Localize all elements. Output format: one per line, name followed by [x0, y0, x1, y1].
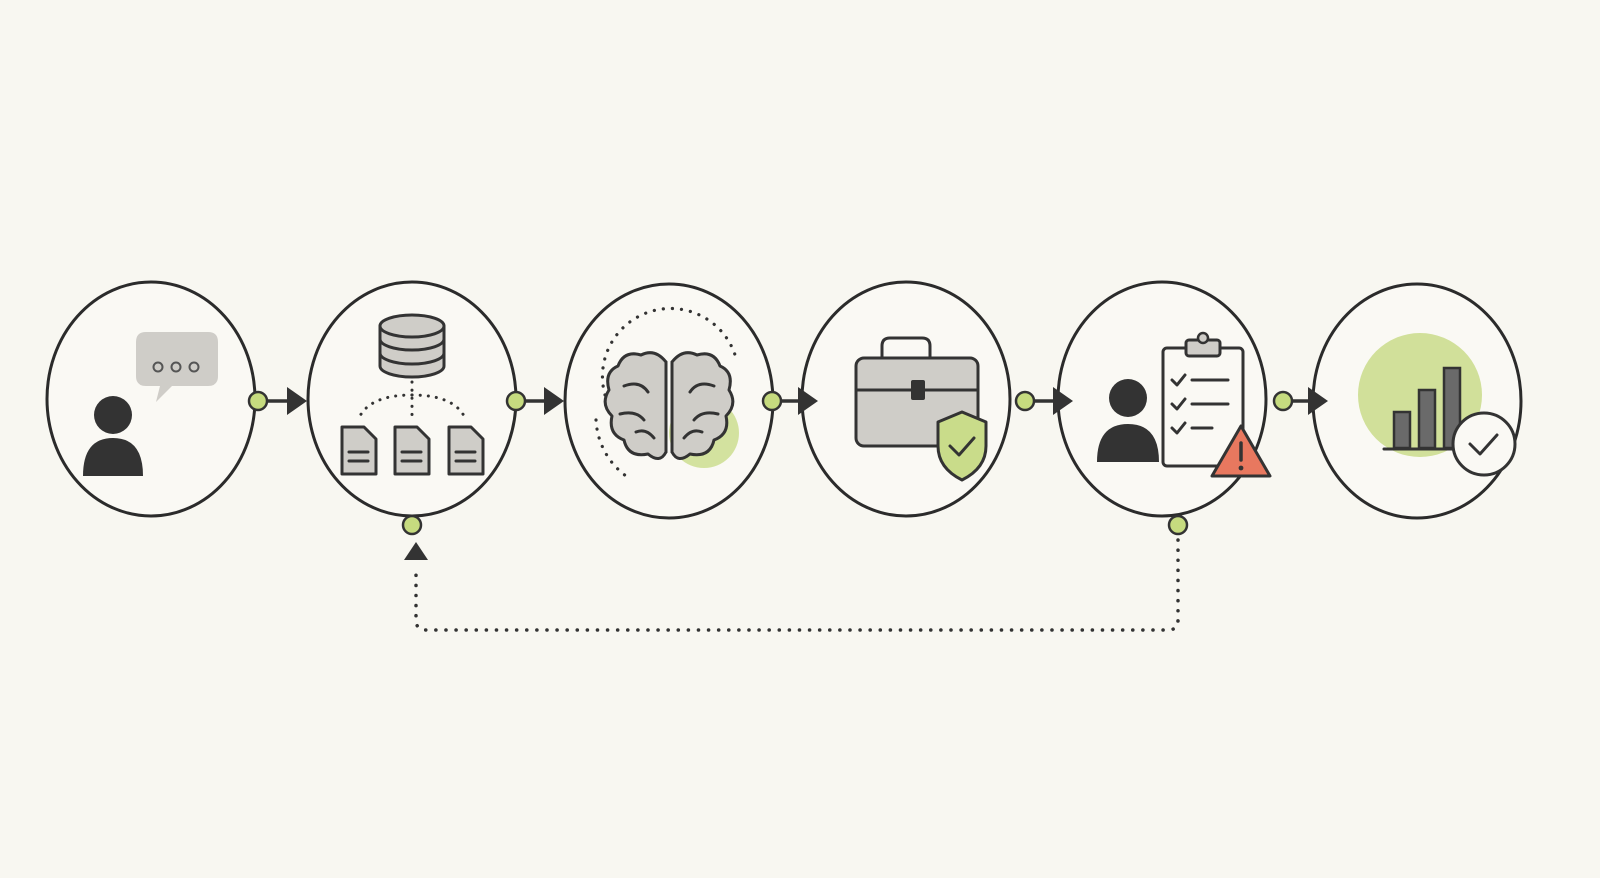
document-icon: [447, 425, 485, 476]
connector: [761, 387, 818, 415]
step-reasoning: [563, 282, 775, 520]
step-user-request: [45, 280, 257, 518]
connector-node: [1167, 514, 1189, 536]
arrow-head: [798, 387, 818, 415]
bar-chart-check-icon: [1358, 333, 1517, 477]
step-data-retrieval: [306, 280, 518, 518]
arrow-head: [544, 387, 564, 415]
briefcase-shield-icon: [854, 336, 988, 482]
connector: [505, 387, 564, 415]
connector-node: [401, 514, 423, 536]
arrow-head: [1053, 387, 1073, 415]
step-human-review: [1056, 280, 1272, 518]
connector: [247, 387, 307, 415]
feedback-loop: [401, 514, 1189, 632]
arrow-head: [287, 387, 307, 415]
warning-icon: [1210, 424, 1272, 478]
connector-node: [247, 390, 269, 412]
step-ring: [563, 282, 775, 520]
brain-icon: [594, 306, 739, 478]
arrow-head: [404, 542, 428, 560]
connector-node: [1014, 390, 1036, 412]
connector-node: [1272, 390, 1294, 412]
user-checklist-warning-icon: [1097, 331, 1272, 478]
connector: [1014, 387, 1073, 415]
shield-check-icon: [936, 410, 988, 482]
step-secure-action: [800, 280, 1012, 518]
arrow-head: [1308, 387, 1328, 415]
user-speech-bubble-icon: [83, 332, 218, 476]
document-icon: [393, 425, 431, 476]
document-icon: [340, 425, 378, 476]
connector: [1272, 387, 1328, 415]
connector-node: [505, 390, 527, 412]
database-documents-icon: [340, 313, 485, 476]
step-outcome: [1311, 282, 1523, 520]
connector-node: [761, 390, 783, 412]
step-ring: [45, 280, 257, 518]
